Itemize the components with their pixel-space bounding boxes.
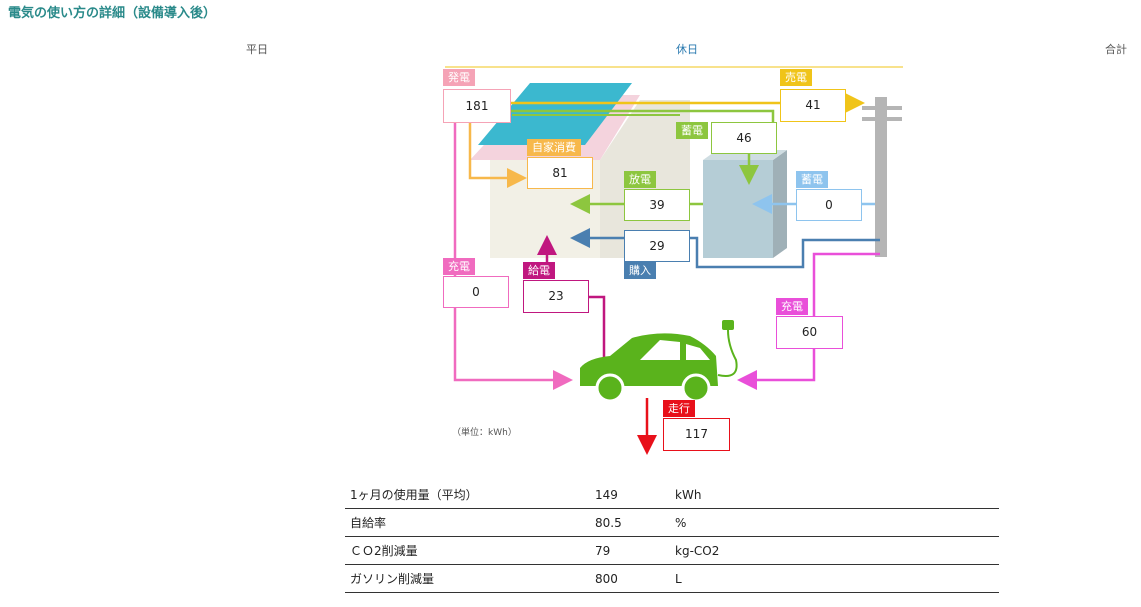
value-self-consumption: 81 — [527, 157, 593, 189]
value-purchase: 29 — [624, 230, 690, 262]
label-purchase: 購入 — [624, 262, 656, 279]
label-generation: 発電 — [443, 69, 475, 86]
row-label: 自給率 — [345, 508, 590, 537]
label-sell: 売電 — [780, 69, 812, 86]
label-ev-supply: 給電 — [523, 262, 555, 279]
tab-holiday[interactable]: 休日 — [676, 43, 698, 56]
label-charge-storage: 蓄電 — [676, 122, 708, 139]
value-ev-charge-grid: 60 — [776, 316, 843, 349]
value-generation: 181 — [443, 89, 511, 123]
electric-car-icon — [580, 320, 738, 403]
row-unit: % — [670, 508, 999, 537]
tab-total[interactable]: 合計 — [1105, 43, 1127, 56]
row-unit: kg-CO2 — [670, 536, 999, 565]
value-grid-storage: 0 — [796, 189, 862, 221]
value-charge-storage: 46 — [711, 122, 777, 154]
summary-table: 1ヶ月の使用量（平均） 149 kWh 自給率 80.5 % ＣＯ2削減量 79… — [345, 481, 999, 593]
table-row: ガソリン削減量 800 L — [345, 564, 999, 593]
value-sell: 41 — [780, 89, 846, 122]
value-ev-charge-solar: 0 — [443, 276, 509, 308]
label-ev-charge-solar: 充電 — [443, 258, 475, 275]
label-grid-storage: 蓄電 — [796, 171, 828, 188]
unit-note: （単位：kWh） — [452, 428, 517, 438]
label-driving: 走行 — [663, 400, 695, 417]
row-label: ガソリン削減量 — [345, 564, 590, 593]
page-title: 電気の使い方の詳細（設備導入後） — [8, 6, 217, 21]
row-value: 800 — [590, 564, 670, 593]
row-unit: kWh — [670, 481, 999, 509]
table-row: ＣＯ2削減量 79 kg-CO2 — [345, 536, 999, 565]
label-ev-charge-grid: 充電 — [776, 298, 808, 315]
tab-weekday[interactable]: 平日 — [246, 43, 268, 56]
table-row: 1ヶ月の使用量（平均） 149 kWh — [345, 481, 999, 509]
utility-pole-icon — [862, 97, 902, 257]
row-label: ＣＯ2削減量 — [345, 536, 590, 565]
table-row: 自給率 80.5 % — [345, 508, 999, 537]
row-unit: L — [670, 564, 999, 593]
label-self-consumption: 自家消費 — [527, 139, 581, 156]
row-value: 79 — [590, 536, 670, 565]
row-label: 1ヶ月の使用量（平均） — [345, 481, 590, 509]
charging-plug-icon — [722, 320, 734, 330]
label-discharge: 放電 — [624, 171, 656, 188]
value-discharge: 39 — [624, 189, 690, 221]
row-value: 149 — [590, 481, 670, 509]
value-driving: 117 — [663, 418, 730, 451]
row-value: 80.5 — [590, 508, 670, 537]
value-ev-supply: 23 — [523, 280, 589, 313]
